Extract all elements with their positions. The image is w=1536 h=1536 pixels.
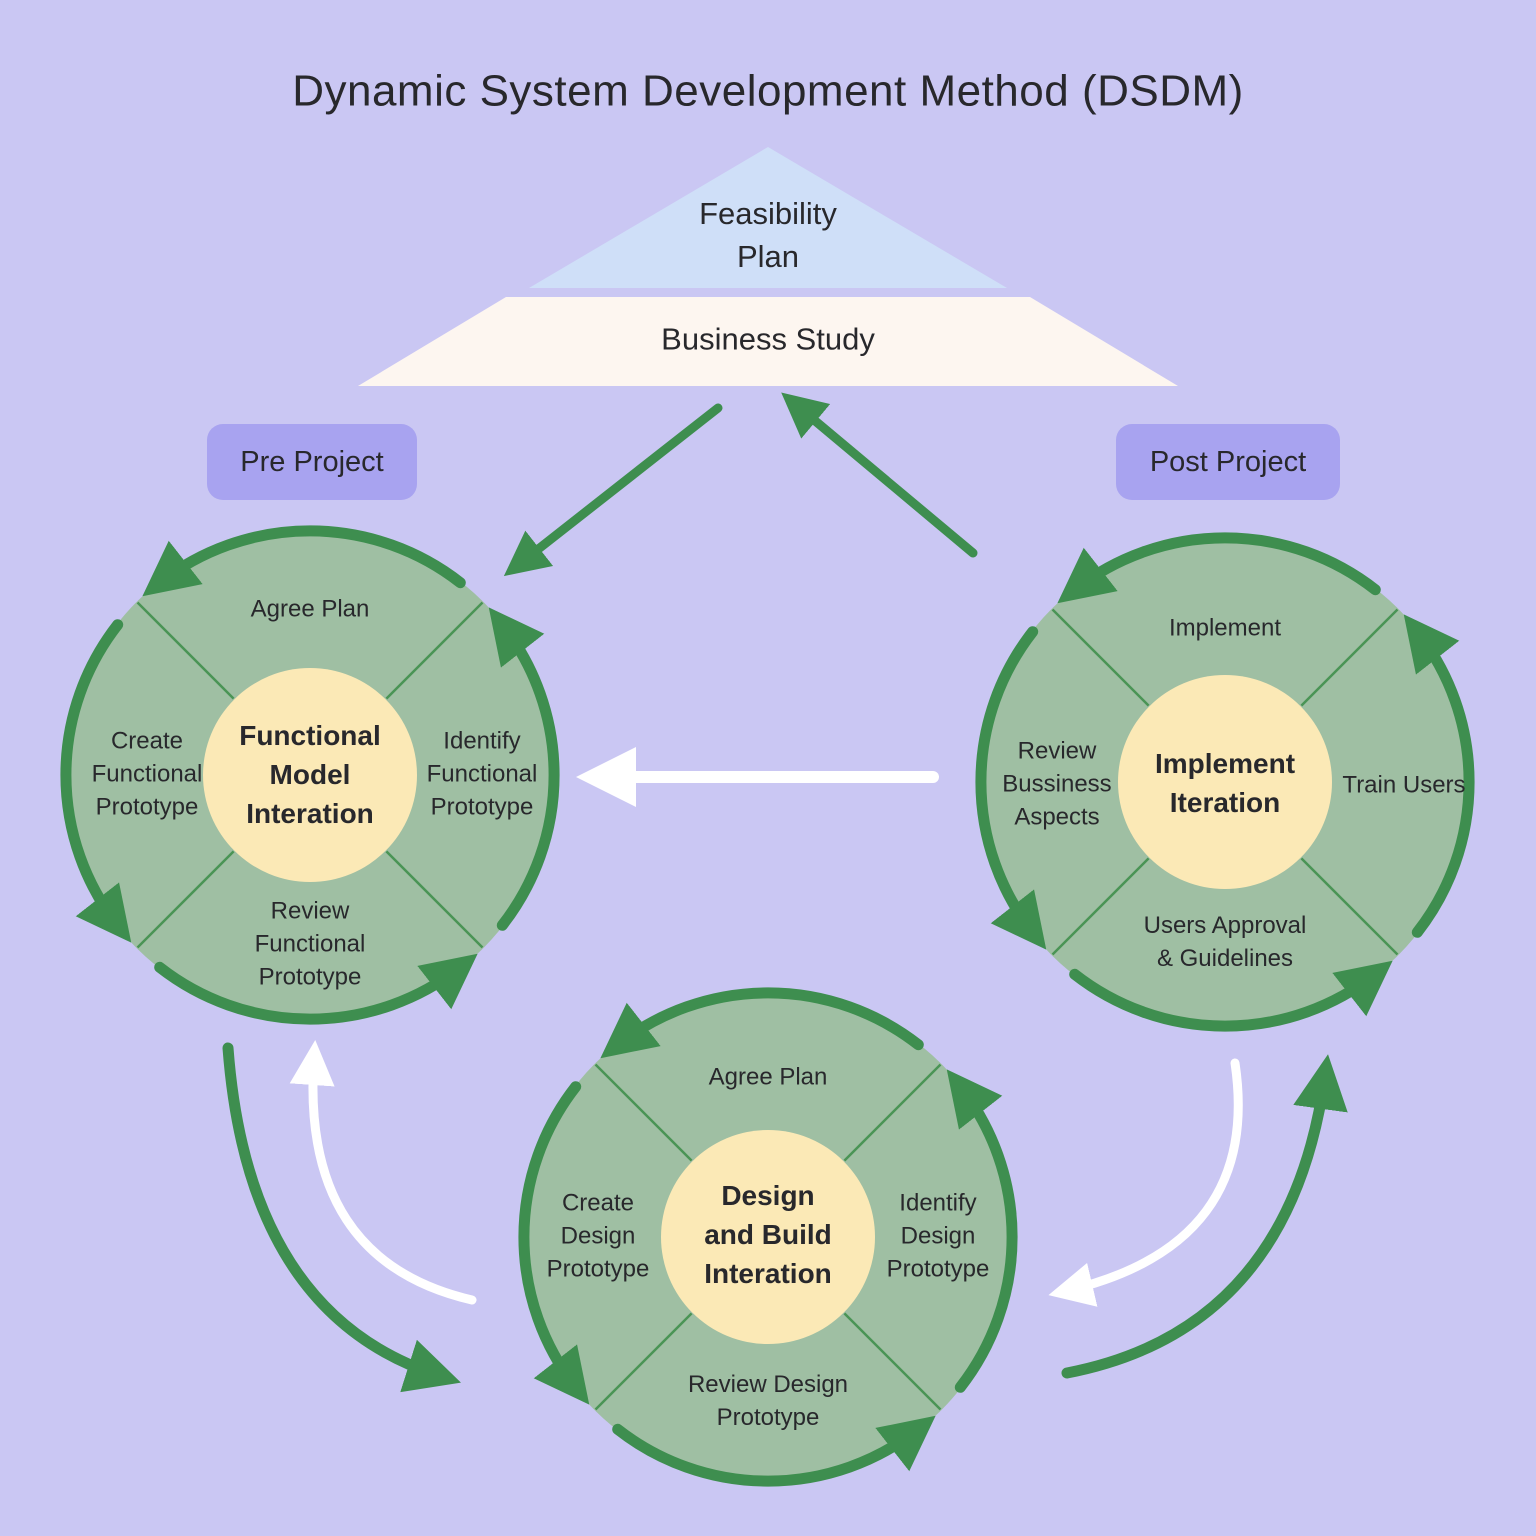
cycle-arc [1403, 614, 1475, 938]
center-line: Implement [1154, 747, 1296, 779]
center-line: Design [721, 1180, 815, 1212]
functional-center-label: Functional Model Interation [215, 716, 405, 834]
quadrant-divider [136, 601, 235, 700]
cycle-arc [1057, 532, 1381, 604]
functional-bottom-label: Review Functional Prototype [254, 897, 366, 991]
quadrant-divider [843, 1063, 942, 1162]
design-right-label: Identify Design Prototype [886, 1189, 990, 1283]
cycle-implement [975, 532, 1475, 1032]
cycle-design [518, 987, 1018, 1487]
design-center-label: Design and Build Interation [673, 1176, 863, 1294]
design-bottom-label: Review Design Prototype [687, 1370, 849, 1431]
cycle-hub [1118, 675, 1332, 889]
functional-top-label: Agree Plan [250, 595, 370, 623]
cycle-arc [1069, 960, 1393, 1032]
cycle-arc [60, 619, 132, 943]
quadrant-divider [594, 1312, 693, 1411]
post-project-badge: Post Project [1116, 424, 1340, 500]
pyramid-top-shape [529, 147, 1007, 288]
pyramid-top-label: Feasibility Plan [699, 196, 837, 274]
cycle-arc [142, 525, 466, 597]
pyramid-bottom-label: Business Study [661, 321, 875, 357]
pre-project-label: Pre Project [240, 445, 384, 478]
cycle-hub [203, 668, 417, 882]
center-line: Iteration [1169, 787, 1281, 818]
functional-right-label: Identify Functional Prototype [426, 727, 538, 821]
quadrant-divider [385, 850, 484, 949]
cycle-arc [946, 1069, 1018, 1393]
quadrant-divider [136, 850, 235, 949]
cycle-arc [612, 1415, 936, 1487]
cycle-arc [975, 626, 1047, 950]
design-top-label: Agree Plan [708, 1063, 828, 1091]
implement-top-label: Implement [1168, 614, 1282, 642]
pre-project-badge: Pre Project [207, 424, 417, 500]
cycle-arc [154, 953, 478, 1025]
quadrant-divider [1300, 608, 1399, 707]
quadrant-divider [1051, 608, 1150, 707]
quadrant-divider [385, 601, 484, 700]
pyramid-bottom-shape [358, 297, 1178, 386]
arrow-implement-to-design [1048, 1058, 1243, 1307]
functional-left-label: Create Functional Prototype [91, 727, 203, 821]
implement-center-label: Implement Iteration [1130, 744, 1320, 822]
arrow-design-to-functional [289, 1040, 477, 1305]
cycle-hub [661, 1130, 875, 1344]
arrow-study-to-functional [503, 403, 723, 577]
cycle-arc [600, 987, 924, 1059]
page-title: Dynamic System Development Method (DSDM) [292, 66, 1244, 116]
arrow-implement-to-study [781, 392, 978, 558]
center-line: Interation [704, 1258, 832, 1290]
implement-bottom-label: Users Approval & Guidelines [1143, 911, 1307, 972]
quadrant-divider [594, 1063, 693, 1162]
design-left-label: Create Design Prototype [546, 1189, 650, 1283]
cycle-arc [488, 607, 560, 931]
center-line: Functional [239, 720, 381, 752]
center-line: Model [269, 759, 351, 791]
arrow-design-to-implement [1061, 1054, 1348, 1379]
post-project-label: Post Project [1149, 445, 1307, 478]
center-line: Interation [246, 798, 374, 830]
quadrant-divider [1300, 857, 1399, 956]
quadrant-divider [843, 1312, 942, 1411]
cycle-arc [518, 1081, 590, 1405]
center-line: and Build [704, 1219, 832, 1251]
arrow-functional-to-design [222, 1042, 461, 1393]
quadrant-divider [1051, 857, 1150, 956]
implement-right-label: Train Users [1342, 771, 1466, 799]
implement-left-label: Review Bussiness Aspects [1002, 737, 1112, 831]
cycle-functional [60, 525, 560, 1025]
